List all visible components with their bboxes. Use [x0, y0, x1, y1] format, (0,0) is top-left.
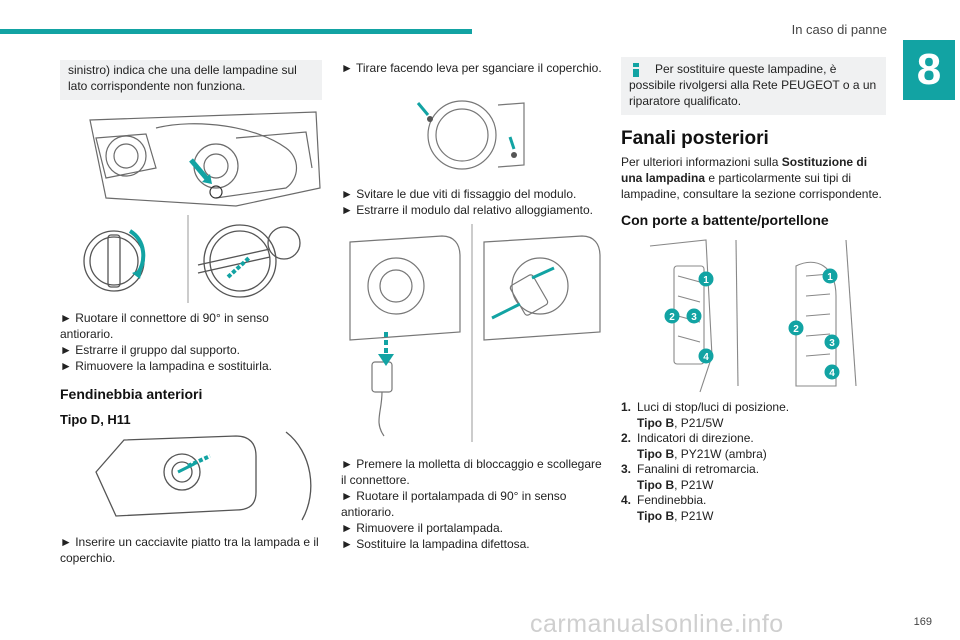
- step-text: ► Ruotare il portalampada di 90° in sens…: [341, 489, 567, 519]
- item-label: Luci di stop/luci di posizione.: [637, 400, 790, 414]
- intro-link-text: Sostituzione di una lampadina: [621, 155, 868, 185]
- step-text: ► Tirare facendo leva per sganciare il c…: [341, 61, 602, 75]
- step-text: ► Ruotare il connettore di 90° in senso …: [60, 311, 269, 341]
- cover-removal-illustration: [416, 100, 525, 170]
- column-1: sinistro) indica che una delle lampadine…: [60, 60, 322, 100]
- intro-text: Per ulteriori informazioni sulla: [621, 155, 782, 169]
- col2-step-top: ► Tirare facendo leva per sganciare il c…: [341, 60, 603, 76]
- chapter-number: 8: [903, 40, 955, 100]
- item-number: 1.: [621, 400, 632, 414]
- step-text: ► Estrarre il modulo dal relativo allogg…: [341, 203, 593, 217]
- header-title: In caso di panne: [791, 22, 887, 37]
- info-icon: [633, 63, 639, 77]
- callout-label: 4: [829, 368, 835, 379]
- page-number: 169: [913, 616, 932, 628]
- item-number: 3.: [621, 462, 632, 476]
- item-bulb: , P21/5W: [674, 415, 724, 430]
- col2-steps-bottom: ► Premere la molletta di bloccaggio e sc…: [341, 456, 603, 552]
- item-bulb: , PY21W (ambra): [674, 446, 767, 461]
- callout-label: 1: [703, 275, 709, 286]
- section-title-rear-lamps: Fanali posteriori: [621, 128, 769, 149]
- subsection-heading-doors: Con porte a battente/portellone: [621, 212, 829, 228]
- step-text: ► Inserire un cacciavite piatto tra la l…: [60, 535, 319, 565]
- rear-lamps-illustration: 1 2 3 4 1 2 3 4: [649, 239, 857, 393]
- item-type: Tipo B: [637, 415, 675, 430]
- subsection-heading-type: Tipo D, H11: [60, 412, 131, 427]
- info-text: Per sostituire queste lampadine, è possi…: [629, 62, 877, 108]
- step-text: ► Premere la molletta di bloccaggio e sc…: [341, 457, 602, 487]
- module-removal-illustration: [349, 224, 601, 442]
- list-item: 2. Indicatori di direzione.Tipo B, PY21W…: [621, 431, 886, 462]
- item-type: Tipo B: [637, 477, 675, 492]
- col2-steps-mid: ► Svitare le due viti di fissaggio del m…: [341, 186, 603, 218]
- step-text: ► Estrarre il gruppo dal supporto.: [60, 343, 240, 357]
- step-text: ► Rimuovere il portalampada.: [341, 521, 503, 535]
- item-number: 2.: [621, 431, 632, 445]
- info-box: Per sostituire queste lampadine, è possi…: [621, 57, 886, 115]
- note-box: sinistro) indica che una delle lampadine…: [60, 60, 322, 100]
- step-text: ► Sostituire la lampadina difettosa.: [341, 537, 530, 551]
- bulb-list: 1. Luci di stop/luci di posizione.Tipo B…: [621, 400, 886, 524]
- rear-lamps-intro: Per ulteriori informazioni sulla Sostitu…: [621, 154, 886, 202]
- list-item: 3. Fanalini di retromarcia.Tipo B, P21W: [621, 462, 886, 493]
- step-text: ► Rimuovere la lampadina e sostituirla.: [60, 359, 272, 373]
- callout-label: 3: [829, 338, 835, 349]
- headlamp-illustration: [89, 111, 321, 207]
- item-bulb: , P21W: [674, 508, 714, 523]
- item-label: Indicatori di direzione.: [637, 431, 754, 445]
- callout-label: 2: [669, 312, 675, 323]
- watermark: carmanualsonline.info: [530, 610, 784, 638]
- section-heading-fog: Fendinebbia anteriori: [60, 386, 203, 402]
- item-bulb: , P21W: [674, 477, 714, 492]
- col1-steps: ► Ruotare il connettore di 90° in senso …: [60, 310, 322, 374]
- intro-text: e particolarmente sui tipi di lampadine,…: [621, 171, 882, 201]
- item-type: Tipo B: [637, 446, 675, 461]
- header-accent-bar: [0, 29, 472, 34]
- list-item: 4. Fendinebbia.Tipo B, P21W: [621, 493, 886, 524]
- step-text: ► Svitare le due viti di fissaggio del m…: [341, 187, 577, 201]
- item-number: 4.: [621, 493, 632, 507]
- callout-label: 4: [703, 352, 709, 363]
- item-label: Fanalini di retromarcia.: [637, 462, 760, 476]
- list-item: 1. Luci di stop/luci di posizione.Tipo B…: [621, 400, 886, 431]
- note-text: sinistro) indica che una delle lampadine…: [68, 63, 297, 93]
- connector-rotation-illustration: [83, 215, 301, 303]
- col1-step-screwdriver: ► Inserire un cacciavite piatto tra la l…: [60, 534, 322, 566]
- callout-label: 3: [691, 312, 697, 323]
- fog-lamp-illustration: [95, 431, 312, 521]
- item-type: Tipo B: [637, 508, 675, 523]
- callout-label: 1: [827, 272, 833, 283]
- callout-label: 2: [793, 324, 799, 335]
- item-label: Fendinebbia.: [637, 493, 707, 507]
